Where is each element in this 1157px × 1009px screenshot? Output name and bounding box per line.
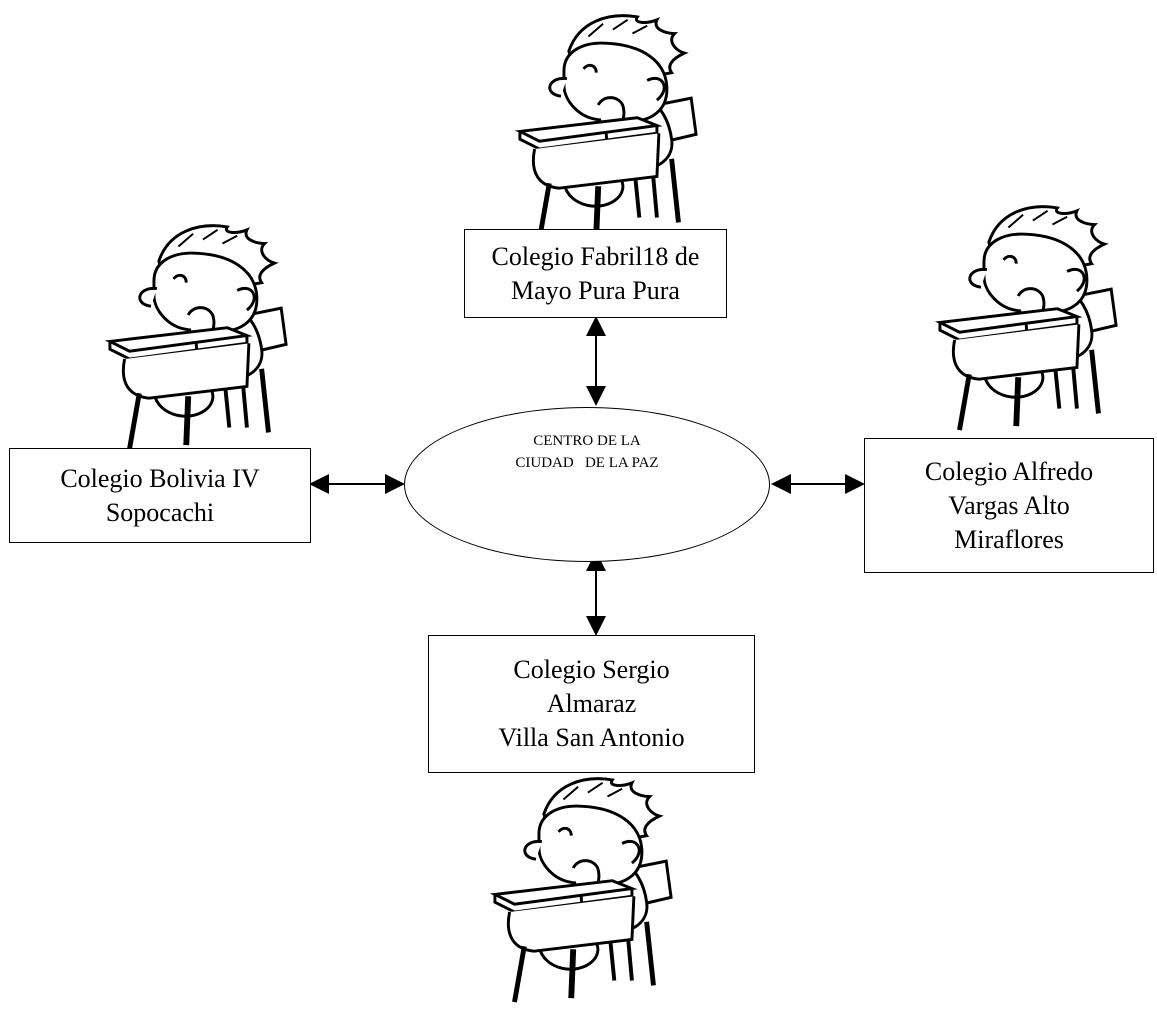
school-bottom-line3: Villa San Antonio <box>498 723 685 752</box>
school-box-left: Colegio Bolivia IV Sopocachi <box>9 448 311 543</box>
student-at-desk-icon <box>928 203 1128 433</box>
center-ellipse <box>404 407 770 562</box>
school-right-line1: Colegio Alfredo <box>924 456 1094 486</box>
student-at-desk-icon <box>508 12 708 242</box>
center-label-line1: CENTRO DE LA <box>533 433 641 449</box>
school-right-line3: Miraflores <box>954 524 1064 554</box>
school-box-right: Colegio Alfredo Vargas Alto Miraflores <box>864 438 1154 573</box>
school-bottom-line1: Colegio Sergio <box>513 655 670 684</box>
center-label-line2: CIUDAD DE LA PAZ <box>515 455 659 471</box>
school-box-bottom: Colegio Sergio Almaraz Villa San Antonio <box>428 635 755 773</box>
school-box-top: Colegio Fabril18 de Mayo Pura Pura <box>464 229 727 318</box>
school-top-line2: Mayo Pura Pura <box>511 275 680 305</box>
school-bottom-line2: Almaraz <box>546 689 637 718</box>
school-left-line2: Sopocachi <box>105 497 215 527</box>
school-left-line1: Colegio Bolivia IV <box>60 463 260 493</box>
school-right-line2: Vargas Alto <box>948 490 1070 520</box>
center-label: CENTRO DE LA CIUDAD DE LA PAZ <box>404 430 770 474</box>
student-at-desk-icon <box>98 222 298 452</box>
student-at-desk-icon <box>483 775 683 1005</box>
school-top-line1: Colegio Fabril18 de <box>491 241 700 271</box>
